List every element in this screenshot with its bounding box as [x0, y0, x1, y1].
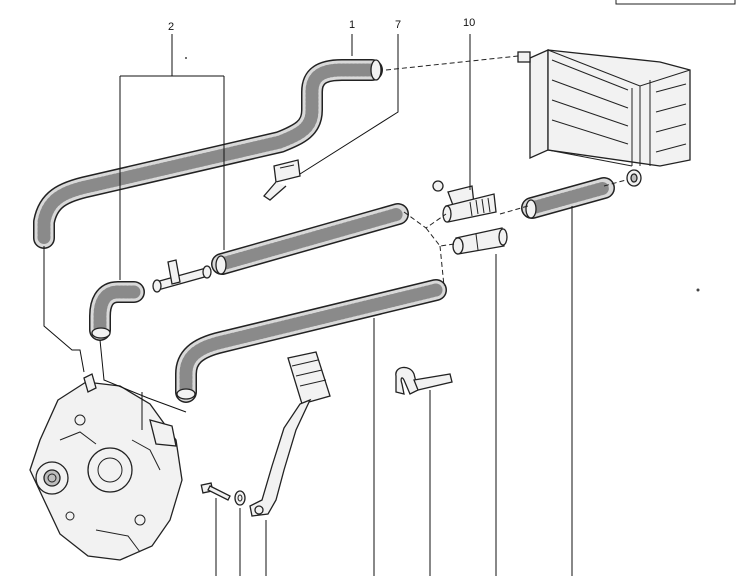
mounting-bracket	[249, 351, 331, 517]
callout-label-2: 2	[168, 21, 174, 33]
hose-clip-7	[263, 159, 301, 201]
connection-guide-lines	[385, 55, 627, 287]
hose-part-2-elbow	[89, 281, 145, 341]
leader-lines	[119, 34, 573, 576]
speck	[696, 288, 700, 292]
pump-connection-lines	[43, 246, 187, 430]
callout-label-7: 7	[395, 19, 401, 31]
water-pump-icon	[29, 373, 183, 561]
hose-part-1	[33, 59, 383, 249]
page-frame-corner	[615, 0, 736, 5]
callout-label-10: 10	[463, 17, 475, 29]
t-fitting-10	[432, 180, 497, 223]
callout-label-1: 1	[349, 19, 355, 31]
hose-part-2-straight	[211, 203, 409, 275]
washer	[234, 490, 246, 506]
hose-part-long-elbow	[175, 279, 447, 403]
speck	[185, 57, 187, 59]
heater-core-icon	[517, 48, 691, 187]
hose-part-right-short	[521, 177, 615, 219]
t-connector-left	[152, 259, 212, 293]
bolt	[200, 482, 231, 501]
straight-fitting	[452, 227, 508, 255]
saddle-clamp	[395, 366, 453, 395]
